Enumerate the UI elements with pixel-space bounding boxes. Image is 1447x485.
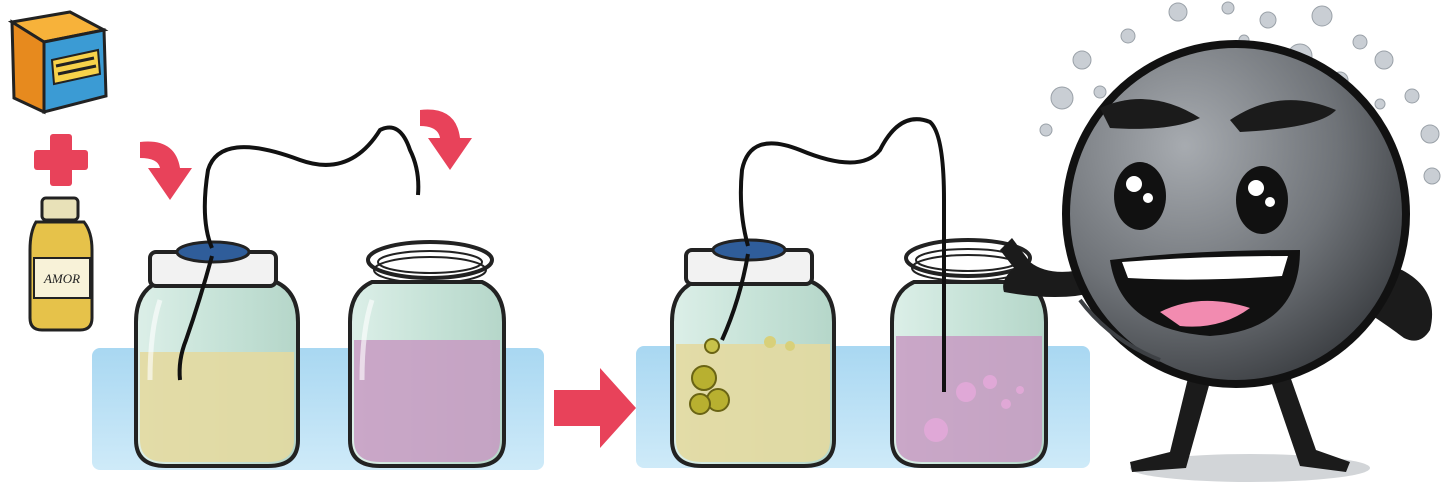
down-arrow-icon [420,110,472,170]
bottle-label-text: AMOR [43,271,80,286]
jar-right-open [350,242,504,466]
jar-left-sealed-after [672,240,834,466]
down-arrow-icon [140,142,192,200]
plus-icon [34,134,88,186]
soap-box-icon [12,12,106,112]
wire-left [205,128,419,249]
jar-left-sealed [136,242,298,466]
starch-bottle-icon: AMOR [30,198,92,330]
right-arrow-icon [554,368,636,448]
